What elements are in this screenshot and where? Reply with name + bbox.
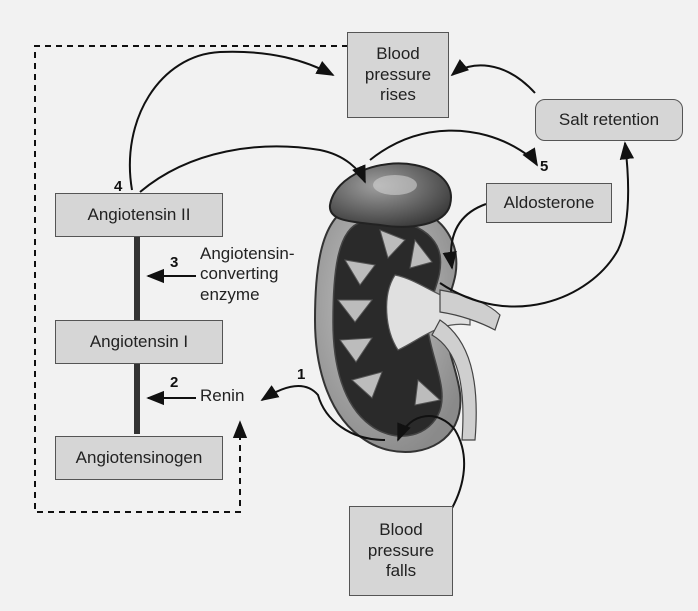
arrow-angii-to-aldosterone [140,146,365,192]
step-number-4: 4 [114,178,122,195]
angiotensin-ii-box: Angiotensin II [55,193,223,237]
salt-retention-box: Salt retention [535,99,683,141]
arrow-kidney-to-salt [440,143,628,306]
bp-rises-box: Blood pressure rises [347,32,449,118]
step-number-3: 3 [170,254,178,271]
kidney-illustration [315,202,500,452]
bp-falls-box: Blood pressure falls [349,506,453,596]
aldosterone-box: Aldosterone [486,183,612,223]
step-number-2: 2 [170,374,178,391]
arrow-adrenal-to-aldosterone [370,131,537,165]
angiotensin-i-box: Angiotensin I [55,320,223,364]
angiotensinogen-box: Angiotensinogen [55,436,223,480]
ace-label: Angiotensin- converting enzyme [200,244,330,305]
adrenal-gland [330,163,451,226]
step-number-1: 1 [297,366,305,383]
renin-label: Renin [200,386,244,406]
arrow-angii-to-bp-rises [130,52,333,190]
step-number-5: 5 [540,158,548,175]
arrow-salt-to-bp-rises [452,65,535,93]
adrenal-highlight [373,175,417,195]
